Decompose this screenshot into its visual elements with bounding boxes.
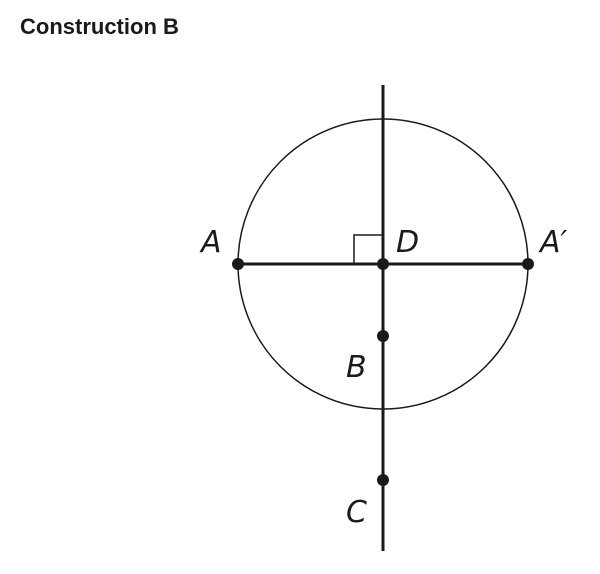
label-d: D [396,225,419,260]
label-a-prime: A′ [538,225,568,260]
point-b [377,330,389,342]
point-c [377,474,389,486]
label-b: B [346,350,367,385]
point-a-prime [522,258,534,270]
point-d [377,258,389,270]
label-c: C [346,495,367,530]
diagram-title: Construction B [20,14,179,39]
point-a [232,258,244,270]
right-angle-mark [353,234,383,264]
label-a: A [199,225,222,260]
